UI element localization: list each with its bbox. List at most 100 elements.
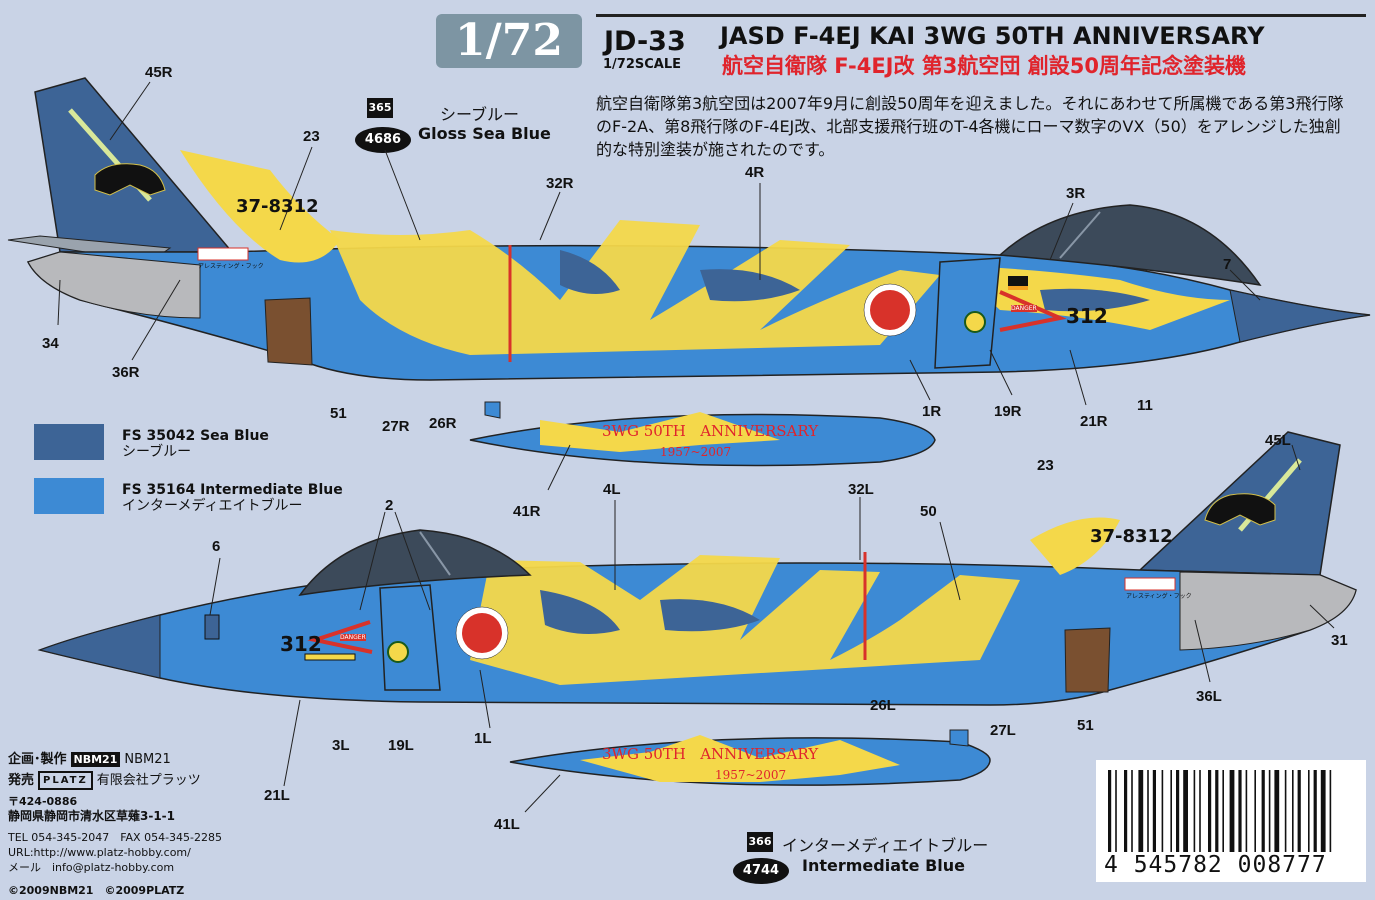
barcode-bar	[1183, 770, 1188, 852]
nbm21-logo: NBM21	[70, 752, 121, 767]
barcode-bar	[1193, 770, 1196, 852]
title-english: JASD F-4EJ KAI 3WG 50TH ANNIVERSARY	[720, 22, 1265, 50]
paint-name-en-top: Gloss Sea Blue	[418, 124, 551, 143]
publisher-info: 企画･製作 NBM21 NBM21 発売 PLATZ 有限会社プラッツ 〒424…	[8, 752, 283, 898]
callout-21L: 21L	[264, 787, 290, 804]
callout-4L: 4L	[603, 481, 621, 498]
postal-code: 〒424-0886	[8, 795, 78, 808]
barcode-bar	[1329, 770, 1332, 852]
fuel-tank-right	[469, 401, 936, 467]
aircraft-right-side	[7, 77, 1371, 381]
barcode-bar	[1261, 770, 1265, 852]
barcode-bar	[1320, 770, 1326, 852]
barcode-bar	[1313, 770, 1317, 852]
barcode-bar	[1308, 770, 1310, 852]
fuel-tank-left	[509, 729, 991, 786]
callout-31: 31	[1331, 632, 1348, 649]
barcode-bar	[1238, 770, 1242, 852]
barcode-bar	[1222, 770, 1224, 852]
callout-21R: 21R	[1080, 413, 1108, 430]
callout-1R: 1R	[922, 403, 942, 420]
tank-text-left-1: 3WG 50TH ANNIVERSARY	[602, 745, 819, 763]
callout-32R: 32R	[546, 175, 574, 192]
planning-company: NBM21	[124, 752, 171, 767]
callout-11: 11	[1137, 397, 1153, 414]
barcode-bar	[1215, 770, 1219, 852]
barcode-bar	[1170, 770, 1172, 852]
nose-number-left: 312	[280, 632, 322, 656]
arresting-left: アレスティング・フック	[1126, 593, 1192, 600]
callout-23R: 23	[303, 128, 320, 145]
nose-number-right: 312	[1066, 304, 1108, 328]
swatch-intermediate-blue-label: FS 35164 Intermediate Blue インターメディエイトブルー	[122, 482, 343, 514]
callout-27L: 27L	[990, 722, 1016, 739]
email-address: メール info@platz-hobby.com	[8, 861, 175, 874]
arresting-right: アレスティング・フック	[198, 263, 264, 270]
planning-row: 企画･製作 NBM21 NBM21	[8, 752, 283, 767]
callout-6: 6	[212, 538, 221, 555]
paint-code-top: 4686	[355, 127, 411, 153]
barcode-bar	[1274, 770, 1280, 852]
swatch-intermediate-blue	[34, 478, 104, 514]
callout-4R: 4R	[745, 164, 765, 181]
callout-34: 34	[42, 335, 59, 352]
barcode-bar	[1115, 770, 1117, 852]
callout-45R: 45R	[145, 64, 173, 81]
tank-text-right-2: 1957~2007	[660, 445, 732, 459]
barcode-bar	[1152, 770, 1156, 852]
callout-50: 50	[920, 503, 937, 520]
aircraft-left-side	[37, 431, 1357, 706]
barcode	[1096, 760, 1366, 882]
swatch-sea-blue-fs: FS 35042 Sea Blue	[122, 428, 269, 444]
callout-27R: 27R	[382, 418, 410, 435]
callout-26R: 26R	[429, 415, 457, 432]
callout-36L: 36L	[1196, 688, 1222, 705]
paint-name-en-bottom: Intermediate Blue	[802, 856, 965, 875]
callout-51L: 51	[1077, 717, 1094, 734]
callout-26L: 26L	[870, 697, 896, 714]
swatch-intermediate-blue-fs: FS 35164 Intermediate Blue	[122, 482, 343, 498]
swatch-sea-blue-jp: シーブルー	[122, 444, 192, 460]
barcode-bar	[1245, 770, 1248, 852]
barcode-bar	[1208, 770, 1212, 852]
callout-32L: 32L	[848, 481, 874, 498]
phone-fax: TEL 054-345-2047 FAX 054-345-2285	[8, 831, 223, 844]
barcode-bar	[1297, 770, 1301, 852]
callout-19L: 19L	[388, 737, 414, 754]
barcode-bar	[1284, 770, 1287, 852]
swatch-sea-blue-label: FS 35042 Sea Blue シーブルー	[122, 428, 269, 460]
address: 静岡県静岡市清水区草薙3-1-1	[8, 809, 176, 823]
callout-36R: 36R	[112, 364, 140, 381]
barcode-bar	[1199, 770, 1201, 852]
barcode-number: 4 545782 008777	[1104, 852, 1327, 878]
barcode-bar	[1108, 770, 1112, 852]
tank-text-left-2: 1957~2007	[715, 768, 787, 782]
header-rule	[596, 14, 1366, 17]
barcode-bar	[1254, 770, 1256, 852]
danger-left: DANGER	[340, 634, 366, 641]
callout-leader-lines	[57, 81, 1335, 813]
barcode-bar	[1161, 770, 1164, 852]
callout-3R: 3R	[1066, 185, 1086, 202]
barcode-bar	[1292, 770, 1294, 852]
planning-label: 企画･製作	[8, 752, 67, 767]
barcode-bar	[1147, 770, 1149, 852]
callout-41L: 41L	[494, 816, 520, 833]
platz-logo: PLATZ	[38, 771, 93, 790]
paint-number-bottom: 366	[747, 832, 773, 852]
serial-right: 37-8312	[236, 196, 319, 217]
barcode-bar	[1131, 770, 1133, 852]
product-code: JD-33	[604, 26, 686, 57]
product-scale: 1/72SCALE	[603, 57, 682, 72]
callout-23L: 23	[1037, 457, 1054, 474]
paint-name-jp-top: シーブルー	[440, 105, 520, 124]
barcode-bar	[1268, 770, 1271, 852]
swatch-sea-blue	[34, 424, 104, 460]
paint-number-top: 365	[367, 98, 393, 118]
callout-51R: 51	[330, 405, 347, 422]
barcode-bar	[1176, 770, 1180, 852]
tank-text-right-1: 3WG 50TH ANNIVERSARY	[602, 422, 819, 440]
sales-label: 発売	[8, 773, 35, 788]
sales-row: 発売 PLATZ 有限会社プラッツ	[8, 771, 283, 790]
swatch-intermediate-blue-jp: インターメディエイトブルー	[122, 498, 303, 514]
